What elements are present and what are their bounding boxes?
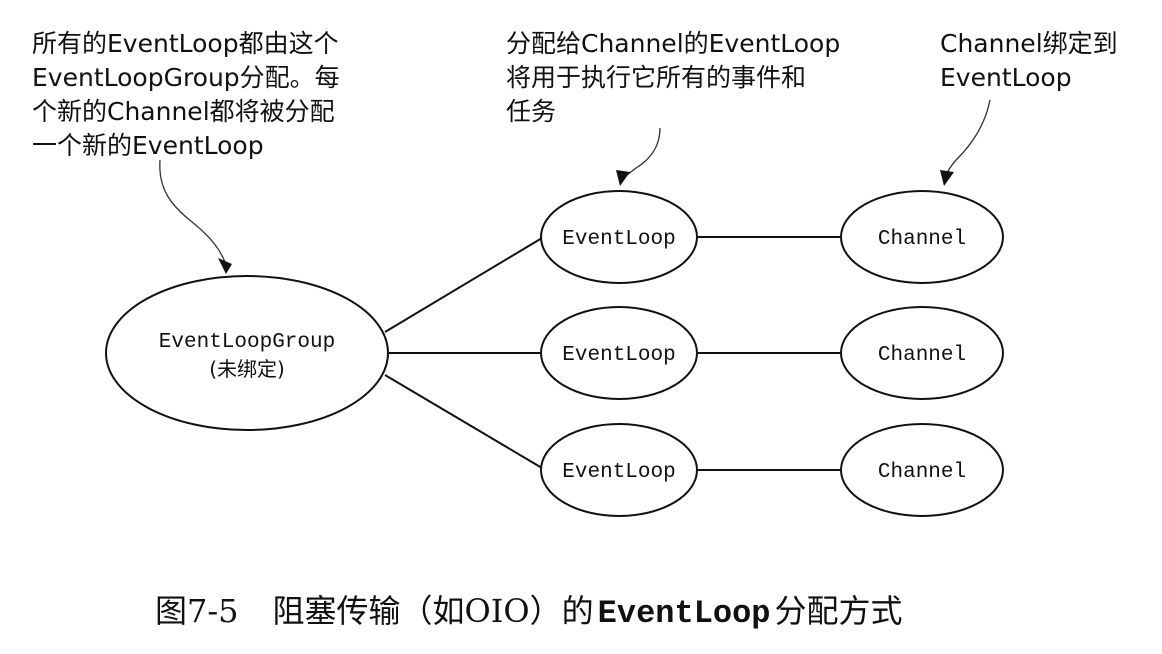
eventloop-node-2: EventLoop: [540, 306, 698, 400]
eventloop-pointer-line: [621, 127, 661, 178]
eventloop-ellipse-2: [540, 306, 698, 400]
channel-ellipse-3: [840, 423, 1004, 517]
eventloop-node-3: EventLoop: [540, 423, 698, 517]
channel-node-1: Channel: [840, 190, 1004, 284]
eventloop-label-1: EventLoop: [562, 228, 675, 251]
channel-annotation-line-1: Channel绑定到: [940, 29, 1118, 58]
caption-suffix: 分配方式: [775, 592, 903, 630]
eventloop-ellipse-3: [540, 423, 698, 517]
pointer-arrows: [159, 99, 991, 274]
group-pointer-arrowhead: [218, 258, 232, 274]
channel-node-2: Channel: [840, 306, 1004, 400]
channel-ellipse-2: [840, 306, 1004, 400]
eventloopgroup-ellipse: [105, 275, 389, 431]
caption-prefix: 阻塞传输（如OIO）的: [273, 592, 594, 630]
channel-pointer-line: [945, 99, 991, 175]
group-pointer-line: [159, 159, 226, 263]
caption-code: EventLoop: [598, 595, 771, 632]
group-annotation: 所有的EventLoop都由这个 EventLoopGroup分配。每 个新的C…: [32, 29, 340, 160]
eventloop-pointer-arrowhead: [616, 170, 630, 186]
eventloop-node-1: EventLoop: [540, 190, 698, 284]
channel-annotation: Channel绑定到 EventLoop: [940, 29, 1118, 92]
channel-node-3: Channel: [840, 423, 1004, 517]
eventloop-annotation-line-2: 将用于执行它所有的事件和: [506, 63, 806, 92]
channel-label-3: Channel: [878, 461, 966, 484]
eventloopgroup-node: EventLoopGroup (未绑定): [105, 275, 389, 431]
eventloop-annotation-line-3: 任务: [506, 97, 556, 126]
channel-label-2: Channel: [878, 344, 966, 367]
eventloop-label-3: EventLoop: [562, 461, 675, 484]
edges: [384, 236, 841, 471]
caption-figure-number: 图7-5: [155, 592, 239, 630]
channel-ellipse-1: [840, 190, 1004, 284]
channel-label-1: Channel: [878, 228, 966, 251]
edge-group-eventloop-3: [384, 374, 543, 469]
eventloopgroup-sublabel: (未绑定): [209, 357, 285, 381]
channel-pointer-arrowhead: [940, 170, 954, 186]
group-annotation-line-2: EventLoopGroup分配。每: [32, 63, 340, 92]
eventloop-annotation-line-1: 分配给Channel的EventLoop: [506, 29, 840, 58]
edge-group-eventloop-1: [384, 237, 543, 333]
eventloop-label-2: EventLoop: [562, 344, 675, 367]
eventloop-annotation: 分配给Channel的EventLoop 将用于执行它所有的事件和 任务: [506, 29, 840, 126]
group-annotation-line-3: 个新的Channel都将被分配: [32, 97, 335, 126]
channel-annotation-line-2: EventLoop: [940, 63, 1072, 92]
group-annotation-line-1: 所有的EventLoop都由这个: [32, 29, 339, 58]
figure-caption: 图7-5 阻塞传输（如OIO）的 EventLoop 分配方式: [155, 592, 903, 632]
eventloopgroup-label: EventLoopGroup: [159, 331, 335, 354]
group-annotation-line-4: 一个新的EventLoop: [32, 131, 264, 160]
eventloop-ellipse-1: [540, 190, 698, 284]
